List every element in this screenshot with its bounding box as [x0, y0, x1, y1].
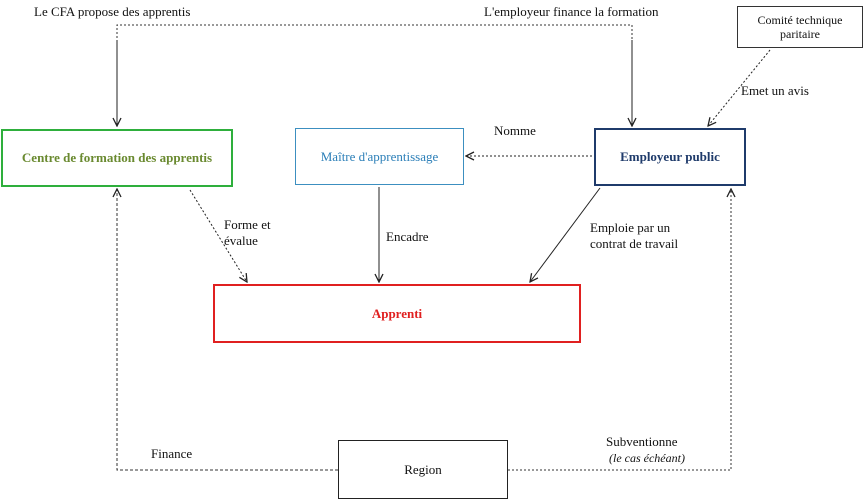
comite-technique-box: Comité technique paritaire [737, 6, 863, 48]
region-label: Region [404, 461, 442, 477]
arrow-cfa-propose [116, 24, 633, 126]
label-le-cas-echeant: (le cas échéant) [609, 451, 685, 465]
label-emet-avis: Emet un avis [741, 83, 809, 98]
label-subventionne: Subventionne [606, 434, 678, 449]
maitre-apprentissage-box: Maître d'apprentissage [295, 128, 464, 185]
label-finance: Finance [151, 446, 193, 461]
label-nomme: Nomme [494, 123, 536, 138]
comite-label: Comité technique paritaire [757, 13, 843, 41]
employeur-public-box: Employeur public [594, 128, 746, 186]
label-employeur-finance: L'employeur finance la formation [484, 4, 659, 19]
label-encadre: Encadre [386, 229, 429, 244]
label-emploie: Emploie par un contrat de travail [590, 220, 679, 251]
label-forme-evalue: Forme et évalue [224, 217, 271, 248]
maitre-label: Maître d'apprentissage [320, 148, 439, 164]
apprenti-box: Apprenti [213, 284, 581, 343]
employeur-label: Employeur public [620, 149, 720, 164]
cfa-label: Centre de formation des apprentis [21, 150, 213, 165]
arrow-finance [117, 189, 338, 471]
arrow-emploie [530, 187, 601, 282]
cfa-box: Centre de formation des apprentis [1, 129, 233, 187]
label-cfa-propose: Le CFA propose des apprentis [34, 4, 191, 19]
arrow-comite-avis [708, 49, 771, 126]
apprenti-label: Apprenti [371, 305, 423, 321]
region-box: Region [338, 440, 508, 499]
